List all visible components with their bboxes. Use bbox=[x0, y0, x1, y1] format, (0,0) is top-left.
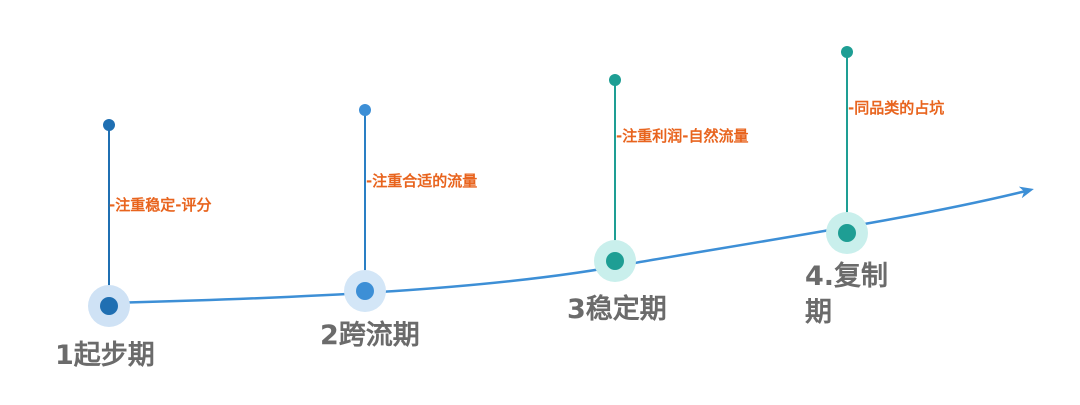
stage-4-note: -同品类的占坑 bbox=[848, 99, 945, 117]
stage-1-note: -注重稳定-评分 bbox=[109, 196, 212, 214]
stage-3-top-dot bbox=[609, 74, 621, 86]
stage-2-dot bbox=[356, 282, 374, 300]
stage-2-note: -注重合适的流量 bbox=[366, 172, 478, 190]
stage-4-top-dot bbox=[841, 46, 853, 58]
stage-4-title-line-1: 4.复制 bbox=[805, 261, 889, 292]
stage-4-title: 4.复制 期 bbox=[805, 259, 888, 331]
stage-1-title: 1起步期 bbox=[55, 340, 155, 371]
stage-2-top-dot bbox=[359, 104, 371, 116]
growth-curve-arrow bbox=[109, 186, 1034, 305]
stage-1-top-dot bbox=[103, 119, 115, 131]
stage-3-note: -注重利润-自然流量 bbox=[616, 127, 749, 145]
stage-4-marker bbox=[826, 46, 868, 254]
stage-3-dot bbox=[606, 252, 624, 270]
stage-4-title-line-2: 期 bbox=[805, 297, 832, 328]
stage-3-title: 3稳定期 bbox=[567, 294, 667, 325]
stage-2-title: 2跨流期 bbox=[320, 320, 420, 351]
stage-1-marker bbox=[88, 119, 130, 327]
stage-1-dot bbox=[100, 297, 118, 315]
stage-2-marker bbox=[344, 104, 386, 312]
stage-3-marker bbox=[594, 74, 636, 282]
stage-4-dot bbox=[838, 224, 856, 242]
